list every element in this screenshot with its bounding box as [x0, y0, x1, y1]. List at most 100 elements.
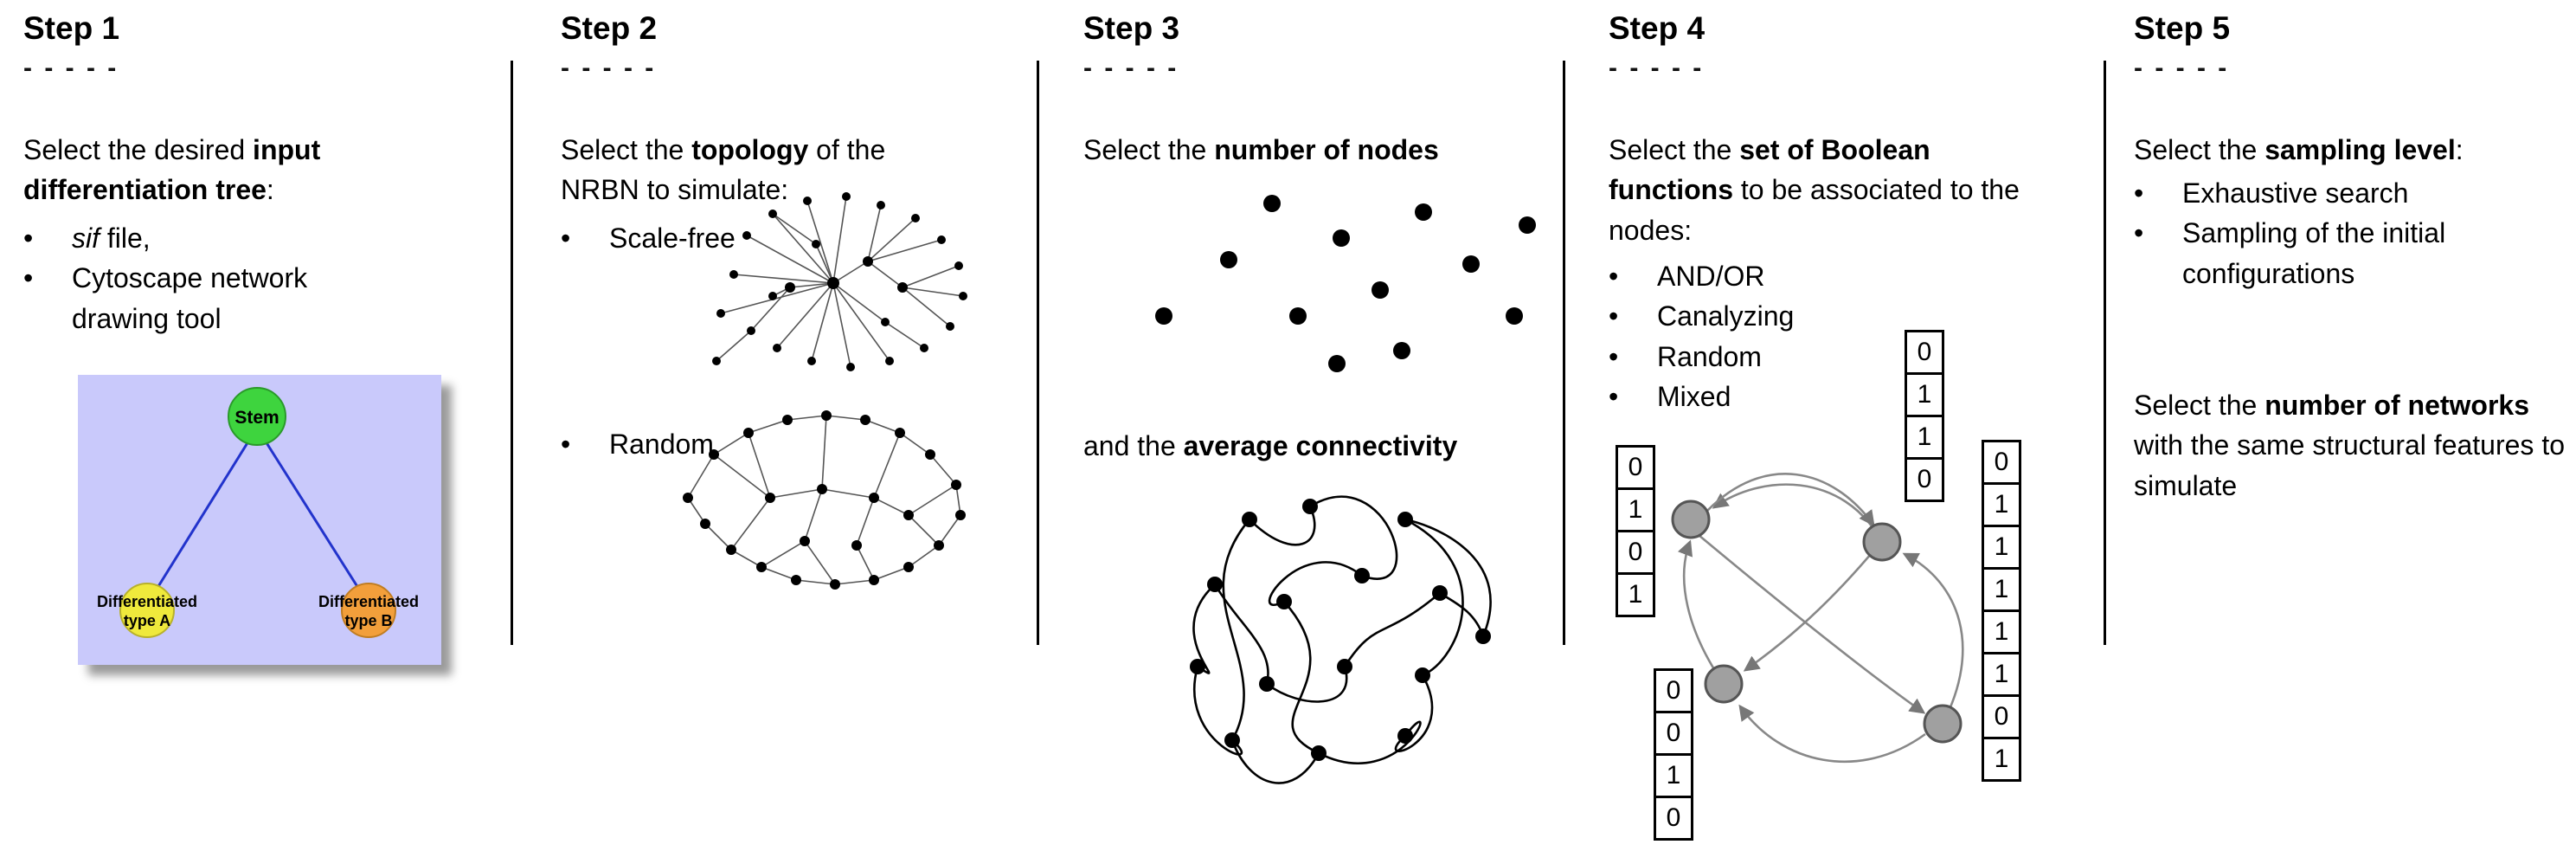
- step3-second-text: and the average connectivity: [1083, 430, 1458, 461]
- step1-dashes: - - - - -: [23, 54, 119, 82]
- step4-bullet-list: • AND/OR • Canalyzing • Random • Mixed: [1609, 256, 1903, 417]
- step4-intro: Select the set of Boolean functions to b…: [1609, 134, 2020, 246]
- bullet-icon: •: [1609, 381, 1619, 413]
- bullet-label: Exhaustive search: [2182, 177, 2409, 209]
- bullet-label: Cytoscape network drawing tool: [72, 262, 308, 334]
- bullet-item-random: • Random: [1609, 337, 1903, 377]
- connectivity-network-figure: [1146, 480, 1500, 851]
- scale-free-nodes: [712, 192, 967, 371]
- truth-table-cell: 0: [1616, 445, 1655, 490]
- truth-table-cell: 1: [1905, 415, 1944, 460]
- bullet-label: AND/OR: [1657, 261, 1765, 292]
- truth-table-cell: 1: [1982, 567, 2021, 612]
- boolean-node-4: [1923, 704, 1963, 744]
- step2-title: Step 2: [561, 10, 658, 46]
- step5-dashes: - - - - -: [2134, 54, 2230, 82]
- bullet-icon: •: [1609, 300, 1619, 332]
- bullet-item-canalyzing: • Canalyzing: [1609, 296, 1903, 336]
- step2-bullet-scale-free: • Scale-free: [561, 218, 820, 258]
- step5-intro: Select the sampling level:: [2134, 134, 2464, 165]
- step5-bullet-list: • Exhaustive search • Sampling of the in…: [2134, 173, 2541, 293]
- bullet-icon: •: [1609, 261, 1619, 292]
- bullet-icon: •: [2134, 177, 2144, 209]
- truth-table-cell: 0: [1616, 530, 1655, 575]
- bullet-label: Scale-free: [609, 222, 736, 254]
- type-b-node: [341, 583, 396, 638]
- step2-dashes: - - - - -: [561, 54, 657, 82]
- bullet-icon: •: [23, 262, 34, 294]
- random-network-nodes: [683, 410, 966, 590]
- step3-dashes: - - - - -: [1083, 54, 1179, 82]
- bullet-item-and-or: • AND/OR: [1609, 256, 1903, 296]
- truth-table-cell: 0: [1654, 668, 1693, 713]
- truth-table-cell: 1: [1982, 525, 2021, 570]
- bullet-item-cytoscape: • Cytoscape network drawing tool: [23, 258, 387, 338]
- step2-bullet-random: • Random: [561, 424, 820, 464]
- boolean-network-arrows: [1677, 473, 1964, 764]
- step4-title: Step 4: [1609, 10, 1706, 46]
- step3-title: Step 3: [1083, 10, 1180, 46]
- truth-table-cell: 0: [1982, 440, 2021, 485]
- tree-edge-stem-b: [264, 441, 369, 603]
- truth-table-cell: 0: [1982, 694, 2021, 739]
- bullet-label: Canalyzing: [1657, 300, 1795, 332]
- step2-intro: Select the topology of the NRBN to simul…: [561, 134, 886, 206]
- step5-second-text: Select the number of networks with the s…: [2134, 390, 2565, 501]
- truth-table-cell: 1: [1982, 652, 2021, 697]
- type-b-label-line1: Differentiated: [318, 593, 419, 610]
- type-a-label-line1: Differentiated: [97, 593, 197, 610]
- bullet-icon: •: [23, 222, 34, 254]
- differentiation-tree-figure: Stem Differentiated type A Differentiate…: [78, 375, 441, 665]
- connectivity-edges: [1192, 495, 1492, 784]
- column-divider-1: [511, 61, 513, 645]
- bullet-icon: •: [561, 222, 571, 254]
- boolean-node-2: [1862, 522, 1902, 562]
- truth-table-cell: 1: [1616, 572, 1655, 617]
- stem-node-label: Stem: [234, 408, 279, 428]
- truth-table-cell: 1: [1654, 753, 1693, 798]
- bullet-icon: •: [561, 429, 571, 460]
- type-b-label-line2: type B: [344, 612, 392, 629]
- step1-intro: Select the desired input differentiation…: [23, 134, 321, 206]
- truth-table-cell: 1: [1982, 609, 2021, 654]
- truth-table-cell: 0: [1905, 330, 1944, 375]
- truth-table-cell: 1: [1982, 737, 2021, 782]
- step1-bullet-list: • sif file, • Cytoscape network drawing …: [23, 218, 387, 338]
- tree-edge-stem-a: [147, 441, 250, 603]
- bullet-item-exhaustive: • Exhaustive search: [2134, 173, 2541, 213]
- boolean-node-3: [1704, 664, 1744, 704]
- truth-table-cell: 1: [1982, 482, 2021, 527]
- bullet-item-sampling: • Sampling of the initial configurations: [2134, 213, 2541, 293]
- connectivity-nodes: [1190, 499, 1491, 761]
- bullet-label: Sampling of the initial configurations: [2182, 217, 2446, 289]
- column-divider-2: [1037, 61, 1039, 645]
- type-a-node: [119, 583, 175, 638]
- bullet-icon: •: [2134, 217, 2144, 249]
- boolean-network-svg: [1671, 473, 1964, 764]
- scale-free-edges: [716, 196, 964, 368]
- boolean-node-1: [1671, 500, 1711, 539]
- bullet-item-mixed: • Mixed: [1609, 377, 1903, 416]
- differentiation-tree-svg: Stem Differentiated type A Differentiate…: [78, 375, 441, 665]
- bullet-label: Mixed: [1657, 381, 1731, 413]
- bullet-item-sif-file: • sif file,: [23, 218, 387, 258]
- bullet-label: Random: [609, 429, 714, 460]
- step4-dashes: - - - - -: [1609, 54, 1705, 82]
- type-a-label-line2: type A: [124, 612, 170, 629]
- truth-table-cell: 0: [1654, 711, 1693, 756]
- step1-title: Step 1: [23, 10, 120, 46]
- bullet-icon: •: [1609, 340, 1619, 372]
- step5-title: Step 5: [2134, 10, 2231, 46]
- truth-table-cell: 1: [1905, 372, 1944, 417]
- truth-table-cell: 1: [1616, 487, 1655, 532]
- bullet-label: sif file,: [72, 222, 151, 254]
- boolean-network-nodes: [1671, 500, 1963, 744]
- truth-table-cell: 0: [1654, 796, 1693, 841]
- truth-table-cell: 0: [1905, 457, 1944, 502]
- scattered-nodes: [1155, 195, 1536, 372]
